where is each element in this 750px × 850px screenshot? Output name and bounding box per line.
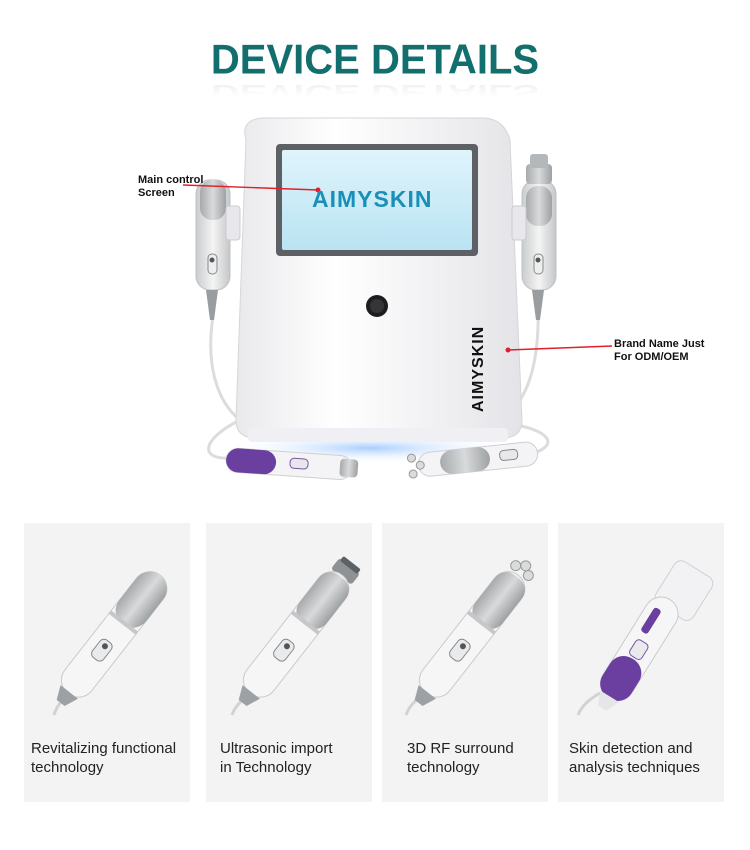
feature-label-line2: analysis techniques bbox=[569, 759, 700, 776]
feature-label: Ultrasonic import in Technology bbox=[220, 739, 370, 777]
callout-screen-line1: Main control bbox=[138, 174, 204, 186]
handpiece-skin-detection-image bbox=[576, 560, 714, 716]
page-title: DEVICE DETAILS bbox=[210, 36, 540, 84]
feature-label-line1: Ultrasonic import bbox=[220, 740, 333, 757]
handpiece-revitalizing-image bbox=[52, 571, 168, 716]
feature-cards: Revitalizing functional technology Ultra… bbox=[24, 523, 734, 803]
feature-label-line1: Skin detection and bbox=[569, 740, 693, 757]
feature-label-line1: Revitalizing functional bbox=[31, 740, 177, 757]
feature-label-line1: 3D RF surround bbox=[407, 740, 514, 757]
callout-screen-line2: Screen bbox=[138, 187, 175, 199]
feature-label: Skin detection and analysis techniques bbox=[569, 739, 719, 777]
feature-card-3d-rf: 3D RF surround technology bbox=[382, 523, 548, 802]
feature-card-ultrasonic: Ultrasonic import in Technology bbox=[206, 523, 372, 802]
handpiece-ultrasonic-image bbox=[230, 556, 361, 716]
device-machine-image bbox=[182, 117, 613, 480]
callout-brand-name: Brand Name Just For ODM/OEM bbox=[614, 338, 734, 364]
feature-label: Revitalizing functional technology bbox=[31, 739, 181, 777]
callout-main-control-screen: Main control Screen bbox=[138, 174, 228, 200]
feature-label-line2: technology bbox=[407, 759, 480, 776]
side-brand-text: AIMYSKIN bbox=[470, 325, 487, 412]
screen-brand-text: AIMYSKIN bbox=[312, 186, 433, 212]
feature-label: 3D RF surround technology bbox=[407, 739, 557, 777]
feature-card-revitalizing: Revitalizing functional technology bbox=[24, 523, 190, 802]
callout-brand-line2: For ODM/OEM bbox=[614, 351, 689, 363]
feature-card-skin-detection: Skin detection and analysis techniques bbox=[558, 523, 724, 802]
feature-label-line2: technology bbox=[31, 759, 104, 776]
callout-brand-line1: Brand Name Just bbox=[614, 338, 705, 350]
device-illustration: Main control Screen Brand Name Just For … bbox=[0, 100, 750, 500]
handpiece-3d-rf-image bbox=[404, 560, 534, 716]
feature-label-line2: in Technology bbox=[220, 759, 312, 776]
